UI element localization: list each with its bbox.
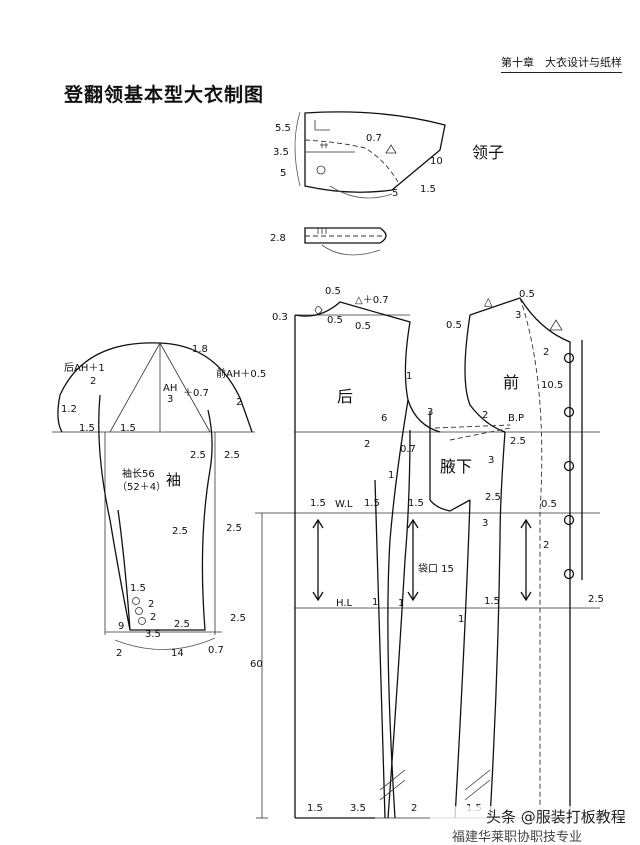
sleeve-label: 袖 <box>166 471 181 489</box>
sleeve-length-label: 袖长56 <box>122 467 155 480</box>
sleeve-dim-1-8: 1.8 <box>192 344 208 355</box>
waist-line-label: W.L <box>335 499 353 510</box>
front-dim-10-5: 10.5 <box>541 380 563 391</box>
collar-dim-1-5: 1.5 <box>420 184 436 195</box>
sleeve-dim-2-5a: 2.5 <box>190 450 206 461</box>
back-body-pattern: 0.5 △＋0.7 0.3 0.5 0.5 1 后 6 0.7 2 1 1.5 … <box>255 286 600 819</box>
page-title: 登翻领基本型大衣制图 <box>64 84 265 106</box>
front-dim-1: 1 <box>458 614 464 625</box>
sleeve-dim-3-5: 3.5 <box>145 629 161 640</box>
back-dim-1-5a: 1.5 <box>310 498 326 509</box>
sleeve-front-ah: 前AH＋0.5 <box>216 367 266 380</box>
back-dim-0-3: 0.3 <box>272 312 288 323</box>
sleeve-dim-2-5c: 2.5 <box>226 523 242 534</box>
back-dim-1b: 1 <box>388 470 394 481</box>
back-dim-2a: 2 <box>364 439 370 450</box>
sleeve-pattern: 1.8 后AH＋1 前AH＋0.5 AH 3 ＋0.7 2 2 1.2 1.5 … <box>52 342 266 659</box>
back-dim-1a: 1 <box>406 371 412 382</box>
sleeve-dim-1-2: 1.2 <box>61 404 77 415</box>
back-dim-1-5b: 1.5 <box>364 498 380 509</box>
front-dim-2-5c: 2.5 <box>588 594 604 605</box>
sleeve-dim-2-5b: 2.5 <box>224 450 240 461</box>
sleeve-dim-2: 2 <box>90 376 96 387</box>
front-dim-3c: 3 <box>488 455 494 466</box>
front-dim-3b: 3 <box>427 407 433 418</box>
back-dim-1-5d: 1.5 <box>307 803 323 814</box>
back-label: 后 <box>337 387 353 406</box>
sleeve-dim-14: 14 <box>171 648 184 659</box>
watermark-line-2: 福建华莱职协职技专业 <box>452 830 583 845</box>
back-dim-0-5b: 0.5 <box>327 315 343 326</box>
sleeve-dim-2d: 2 <box>150 612 156 623</box>
front-dim-0-5b: 0.5 <box>446 320 462 331</box>
sleeve-dim-0-7: 0.7 <box>208 645 224 656</box>
sleeve-ah-label: AH <box>163 383 177 394</box>
front-dim-2a: 2 <box>543 347 549 358</box>
front-dim-0-5a: 0.5 <box>519 289 535 300</box>
front-dim-2-5a: 2.5 <box>510 436 526 447</box>
sleeve-dim-2-5f: 2.5 <box>230 613 246 624</box>
sleeve-ah-addition: ＋0.7 <box>183 388 209 399</box>
sleeve-dim-2-5e: 2.5 <box>174 619 190 630</box>
collar-dim-0-7: 0.7 <box>366 133 382 144</box>
sleeve-dim-1-5b: 1.5 <box>120 423 136 434</box>
pocket-label: 袋口 15 <box>418 562 454 575</box>
collar-dim-5: 5 <box>280 168 286 179</box>
watermark-line-1: 头条 @服装打板教程 <box>486 808 626 826</box>
back-dim-1c: 1 <box>372 597 378 608</box>
front-dim-3a: 3 <box>515 310 521 321</box>
back-dim-6: 6 <box>381 413 387 424</box>
sleeve-dim-9: 9 <box>118 621 124 632</box>
back-dim-delta-0-7: △＋0.7 <box>355 295 389 306</box>
chapter-header: 第十章 大衣设计与纸样 <box>501 54 622 73</box>
collar-dim-5-5: 5.5 <box>275 123 291 134</box>
sleeve-dim-1-5a: 1.5 <box>79 423 95 434</box>
hip-line-label: H.L <box>336 598 353 609</box>
front-dim-1-5a: 1.5 <box>484 596 500 607</box>
front-dim-delta: △ <box>484 295 493 308</box>
collar-pattern: 5.5 3.5 5 0.7 10 5 1.5 2.8 领子 <box>270 111 504 256</box>
collar-label: 领子 <box>472 143 504 162</box>
sleeve-dim-1-5c: 1.5 <box>130 583 146 594</box>
sleeve-dim-2c: 2 <box>148 599 154 610</box>
back-dim-0-7: 0.7 <box>400 444 416 455</box>
front-dim-3d: 3 <box>482 518 488 529</box>
length-60: 60 <box>250 659 263 670</box>
sleeve-back-ah: 后AH＋1 <box>64 362 105 374</box>
sleeve-dim-2e: 2 <box>116 648 122 659</box>
collar-dim-3-5: 3.5 <box>273 147 289 158</box>
front-dim-2-5b: 2.5 <box>485 492 501 503</box>
back-dim-0-5a: 0.5 <box>325 286 341 297</box>
sleeve-dim-2-5d: 2.5 <box>172 526 188 537</box>
measurement-arrows: 60 <box>250 513 532 819</box>
watermark-backdrop <box>430 806 640 839</box>
collar-dim-10: 10 <box>430 156 443 167</box>
front-dim-2c: 2 <box>543 540 549 551</box>
back-dim-1d: 1 <box>398 598 404 609</box>
underarm-label: 腋下 <box>440 457 472 476</box>
sleeve-ah-denominator: 3 <box>167 394 173 405</box>
collar-dim-5b: 5 <box>392 188 398 199</box>
back-dim-2b: 2 <box>411 803 417 814</box>
back-dim-0-5c: 0.5 <box>355 321 371 332</box>
back-dim-1-5c: 1.5 <box>408 498 424 509</box>
back-dim-3-5: 3.5 <box>350 803 366 814</box>
sleeve-dim-2b: 2 <box>236 397 242 408</box>
front-dim-0-5c: 0.5 <box>541 499 557 510</box>
sleeve-length-formula: （52＋4） <box>117 481 166 493</box>
collar-band-dim-2-8: 2.8 <box>270 233 286 244</box>
front-label: 前 <box>503 373 519 392</box>
front-dim-2b: 2 <box>482 410 488 421</box>
front-body-pattern: △ 0.5 0.5 3 2 10.5 前 3 2 B.P 2.5 3 腋下 2.… <box>418 289 604 819</box>
bust-point-label: B.P <box>508 413 524 424</box>
